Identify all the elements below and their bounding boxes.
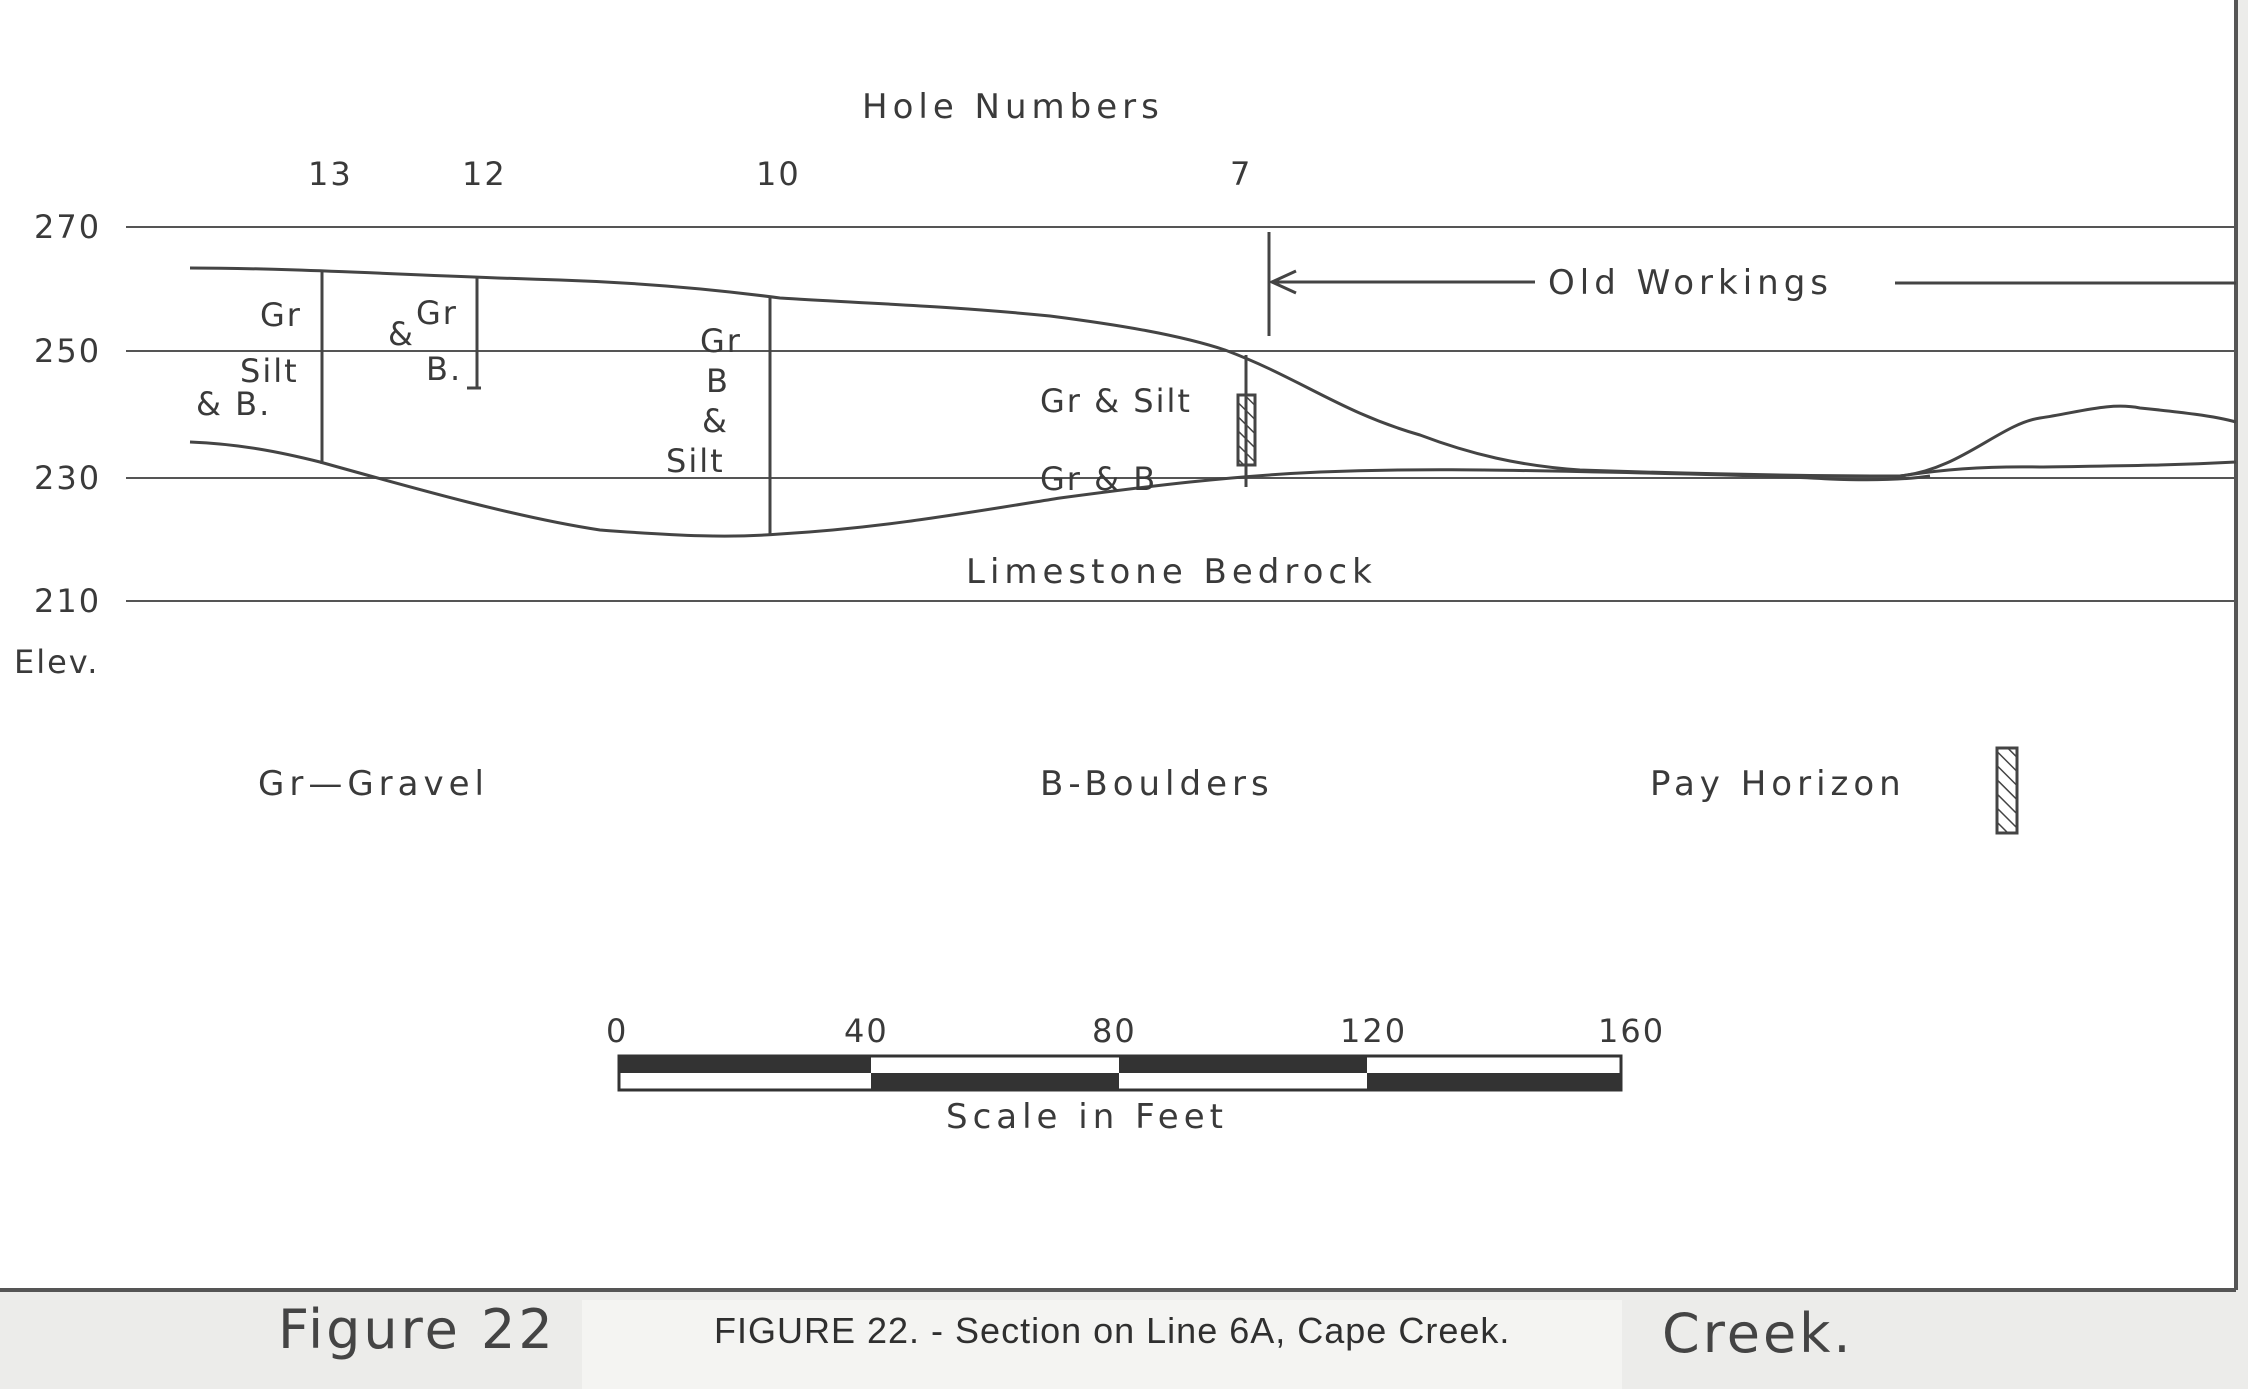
hole-12-gr: Gr	[416, 294, 458, 332]
scale-tick-0: 0	[606, 1012, 628, 1050]
bedrock-label: Limestone Bedrock	[966, 552, 1377, 592]
hole-10-b: B	[706, 362, 730, 400]
caption-strip	[582, 1300, 1622, 1389]
hole-12-b: B.	[426, 350, 462, 388]
hole-12-label: 12	[462, 155, 507, 193]
elev-axis-label: Elev.	[14, 643, 99, 681]
right-lower-line	[1899, 460, 2237, 478]
scale-bar-seg-2-bottom	[871, 1073, 1119, 1090]
scale-bar-seg-3-top	[1119, 1056, 1367, 1073]
hole-10-amp: &	[702, 402, 729, 440]
legend-pay-symbol	[1995, 746, 2019, 835]
scale-tick-80: 80	[1092, 1012, 1137, 1050]
hole-7-label: 7	[1230, 155, 1252, 193]
hole-13-gr: Gr	[260, 296, 302, 334]
scale-tick-120: 120	[1340, 1012, 1407, 1050]
figure-caption: FIGURE 22. - Section on Line 6A, Cape Cr…	[714, 1310, 1510, 1351]
ground-surface-line	[189, 266, 2237, 478]
hole-7-pay-horizon	[1236, 393, 1257, 467]
tick-230: 230	[34, 459, 101, 497]
hole-12-amp: &	[388, 315, 415, 353]
footer-figure-left: Figure 22	[278, 1298, 556, 1361]
scale-bar-seg-1-top	[619, 1056, 871, 1073]
hole-13-silt: Silt	[240, 352, 299, 390]
hole-13-label: 13	[308, 155, 353, 193]
hole-7-gr-b: Gr & B	[1040, 460, 1157, 498]
old-workings-arrowhead	[1268, 269, 1297, 295]
tick-250: 250	[34, 332, 101, 370]
hole-10-gr: Gr	[700, 322, 742, 360]
footer-creek-right: Creek.	[1662, 1302, 1854, 1365]
hole-numbers-title: Hole Numbers	[862, 87, 1164, 127]
tick-270: 270	[34, 208, 101, 246]
hole-10-label: 10	[756, 155, 801, 193]
scale-bar-seg-4-bottom	[1367, 1073, 1621, 1090]
scale-bar	[617, 1054, 1623, 1092]
hole-10-silt: Silt	[666, 442, 725, 480]
scale-caption: Scale in Feet	[946, 1097, 1228, 1137]
legend-pay-horizon: Pay Horizon	[1650, 764, 1906, 804]
legend-gravel: Gr—Gravel	[258, 764, 489, 804]
scale-tick-40: 40	[844, 1012, 889, 1050]
old-workings-label: Old Workings	[1548, 263, 1833, 303]
hole-7-gr-silt: Gr & Silt	[1040, 382, 1192, 420]
legend-boulders: B-Boulders	[1040, 764, 1274, 804]
tick-210: 210	[34, 582, 101, 620]
hole-13-b: & B.	[196, 385, 271, 423]
scale-tick-160: 160	[1598, 1012, 1665, 1050]
bedrock-line	[189, 440, 1931, 538]
